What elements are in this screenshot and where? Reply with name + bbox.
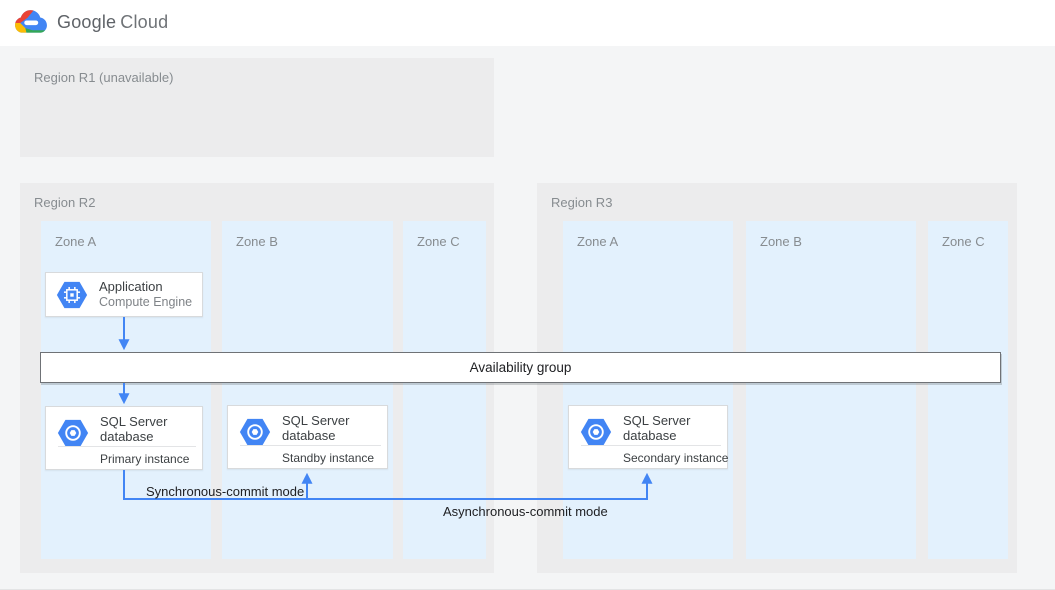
sql-standby-role: Standby instance <box>282 451 375 465</box>
sql-primary-title: SQL Server database <box>100 414 168 444</box>
sql-primary-role: Primary instance <box>100 452 190 466</box>
region-r3-zone-b: Zone B <box>746 221 916 559</box>
google-cloud-logo-icon <box>15 10 47 33</box>
sql-standby-card: SQL Server database Standby instance <box>227 405 388 469</box>
logo-word-cloud: Cloud <box>120 12 169 32</box>
async-commit-label: Asynchronous-commit mode <box>443 504 608 519</box>
region-r3-zone-c: Zone C <box>928 221 1008 559</box>
logo-word-google: Google <box>57 12 117 32</box>
region-r2-zone-b: Zone B <box>222 221 393 559</box>
region-r2-zone-c: Zone C <box>403 221 486 559</box>
zone-label: Zone B <box>760 234 802 249</box>
region-r1-label: Region R1 (unavailable) <box>34 70 174 85</box>
application-card: Application Compute Engine <box>45 272 203 317</box>
sql-secondary-card: SQL Server database Secondary instance <box>568 405 728 469</box>
application-title: Application <box>99 279 163 294</box>
zone-label: Zone C <box>942 234 985 249</box>
region-r3-label: Region R3 <box>551 195 613 210</box>
application-subtitle: Compute Engine <box>99 295 193 309</box>
divider <box>240 445 381 446</box>
availability-group-box: Availability group <box>40 352 1001 383</box>
compute-engine-icon <box>56 281 88 308</box>
region-r1-box: Region R1 (unavailable) <box>20 58 494 157</box>
divider <box>581 445 721 446</box>
sql-secondary-role: Secondary instance <box>623 451 729 465</box>
zone-label: Zone A <box>55 234 97 249</box>
sql-secondary-title: SQL Server database <box>623 413 691 443</box>
sync-commit-label: Synchronous-commit mode <box>146 484 305 499</box>
sql-primary-card: SQL Server database Primary instance <box>45 406 203 470</box>
sql-database-icon <box>57 419 89 447</box>
zone-label: Zone B <box>236 234 278 249</box>
sql-database-icon <box>580 418 612 446</box>
zone-label: Zone A <box>577 234 619 249</box>
region-r3-zone-a: Zone A <box>563 221 733 559</box>
sql-database-icon <box>239 418 271 446</box>
sql-standby-title: SQL Server database <box>282 413 350 443</box>
availability-group-label: Availability group <box>469 360 572 375</box>
divider <box>58 446 196 447</box>
zone-label: Zone C <box>417 234 460 249</box>
region-r2-label: Region R2 <box>34 195 96 210</box>
